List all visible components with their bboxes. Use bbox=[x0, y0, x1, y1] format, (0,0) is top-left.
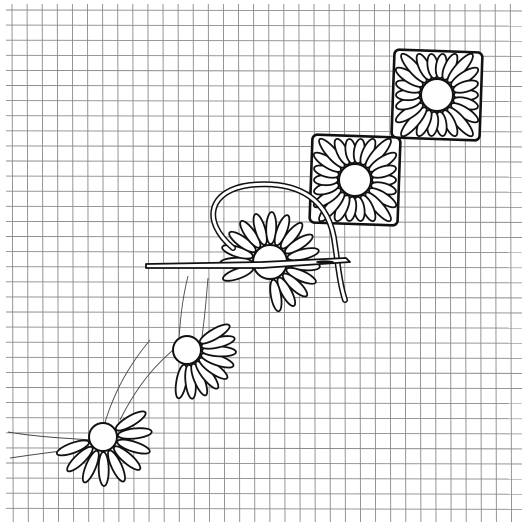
flower-center bbox=[173, 336, 201, 364]
flower-center bbox=[89, 423, 117, 451]
flower-motif bbox=[391, 49, 482, 140]
flower-center bbox=[339, 164, 371, 196]
flower-center bbox=[421, 79, 453, 111]
needle-eye bbox=[316, 260, 334, 263]
